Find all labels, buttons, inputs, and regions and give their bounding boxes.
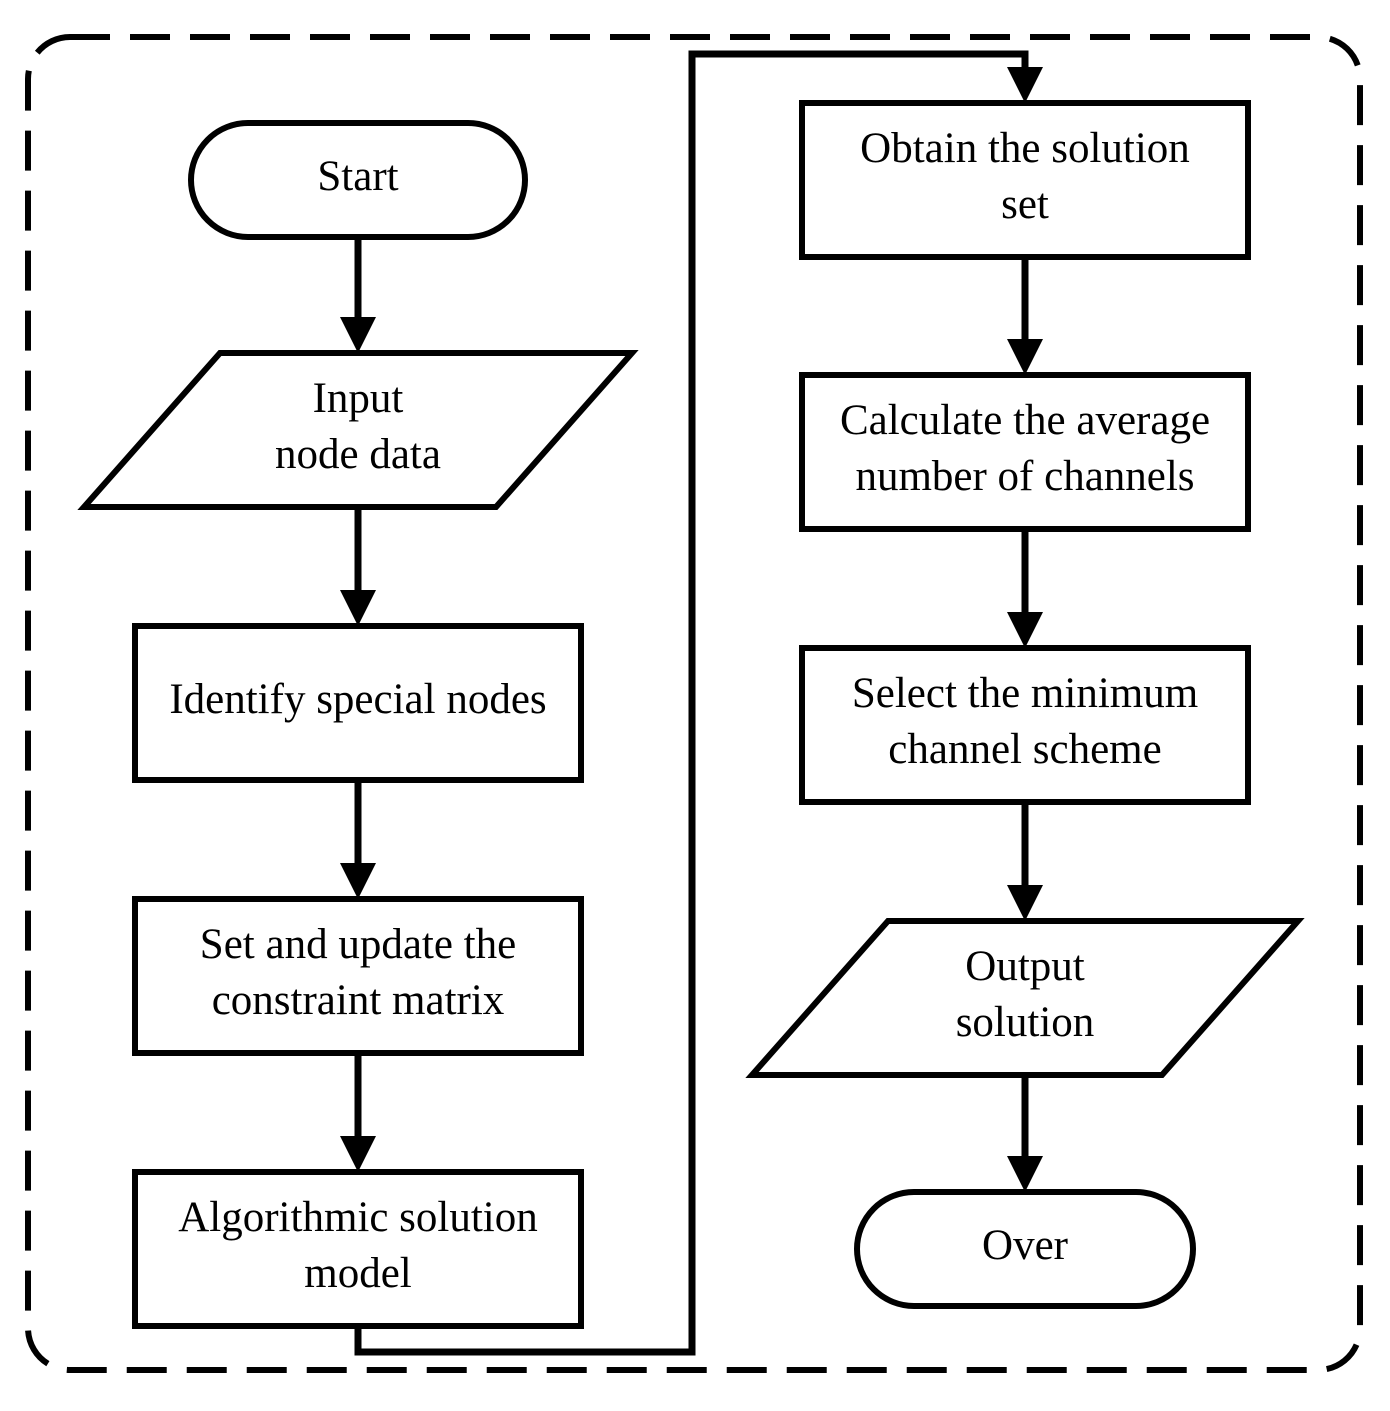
terminator-shape (854, 1189, 1196, 1309)
arrowhead (340, 1136, 376, 1172)
node-label: Output (965, 943, 1085, 990)
parallelogram-shape (745, 918, 1305, 1078)
node-algo: Algorithmic solution model (132, 1169, 584, 1329)
edge-calc-to-select (1007, 529, 1043, 648)
process-box-shape (799, 372, 1251, 532)
node-label: channel scheme (888, 726, 1161, 773)
parallelogram-shape (77, 350, 639, 510)
node-label: set (1001, 181, 1049, 228)
edge-algo-to-obtain (354, 50, 1043, 1356)
arrowhead (1007, 885, 1043, 921)
edge-output-to-over (1007, 1075, 1043, 1192)
terminator-shape (188, 120, 528, 240)
node-label: constraint matrix (212, 977, 505, 1024)
arrowhead (1007, 67, 1043, 103)
node-input: Input node data (77, 350, 639, 510)
node-label: Start (317, 153, 398, 200)
edge-set-to-algo (340, 1053, 376, 1172)
node-over: Over (854, 1189, 1196, 1309)
node-label: Set and update the (200, 921, 516, 968)
arrowhead (340, 317, 376, 353)
node-label: Input (313, 375, 404, 422)
node-label: solution (956, 999, 1095, 1046)
node-obtain: Obtain the solution set (799, 100, 1251, 260)
edge-obtain-to-calc (1007, 257, 1043, 375)
arrowhead (1007, 612, 1043, 648)
edges-layer (340, 50, 1043, 1356)
node-set: Set and update the constraint matrix (132, 896, 584, 1056)
arrowhead (1007, 1156, 1043, 1192)
process-box-shape (799, 100, 1251, 260)
process-box-shape (132, 623, 584, 783)
node-start: Start (188, 120, 528, 240)
arrowhead (340, 590, 376, 626)
edge-select-to-output (1007, 802, 1043, 921)
edge-identify-to-set (340, 780, 376, 899)
node-label: Select the minimum (852, 670, 1198, 717)
edge-start-to-input (340, 237, 376, 353)
node-output: Output solution (745, 918, 1305, 1078)
edge-input-to-identify (340, 507, 376, 626)
node-calc: Calculate the average number of channels (799, 372, 1251, 532)
node-label: Algorithmic solution (178, 1194, 538, 1241)
arrowhead (340, 863, 376, 899)
node-label: Over (982, 1222, 1068, 1269)
node-label: Identify special nodes (169, 676, 546, 723)
dashed-boundary-frame (25, 34, 1363, 1373)
process-box-shape (799, 645, 1251, 805)
node-label: Obtain the solution (860, 125, 1190, 172)
process-box-shape (132, 896, 584, 1056)
process-box-shape (132, 1169, 584, 1329)
arrowhead (1007, 339, 1043, 375)
node-label: node data (275, 431, 441, 478)
connector-line (354, 50, 1029, 1356)
node-select: Select the minimum channel scheme (799, 645, 1251, 805)
node-label: model (304, 1250, 412, 1297)
node-identify: Identify special nodes (132, 623, 584, 783)
node-label: number of channels (855, 453, 1194, 500)
node-label: Calculate the average (840, 397, 1210, 444)
